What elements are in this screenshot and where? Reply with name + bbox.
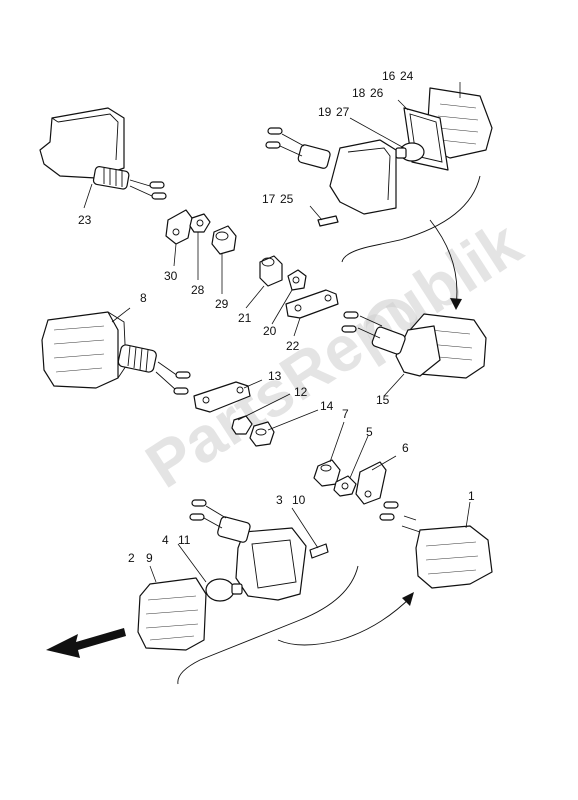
- callout-24: 24: [400, 69, 414, 83]
- turn-signal-assembly-front-left: [41, 311, 191, 395]
- assembly-bracket-line-bottom: [177, 565, 359, 685]
- callout-20: 20: [263, 324, 277, 338]
- nut-5: [333, 475, 357, 497]
- mounting-bracket-30: [165, 209, 193, 245]
- rubber-grommet-14: [249, 421, 275, 447]
- callout-labels: 16 24 18 26 19 27 17 25 23 30 28 29 21 2…: [78, 69, 475, 565]
- arrow-head-bottom: [402, 592, 414, 606]
- turn-signal-assembly-rear-right: [265, 87, 493, 227]
- callout-26: 26: [370, 86, 384, 100]
- callout-30: 30: [164, 269, 178, 283]
- rubber-grommet-29: [211, 225, 237, 255]
- leader-lines: [83, 82, 471, 583]
- callout-5: 5: [366, 425, 373, 439]
- callout-15: 15: [376, 393, 390, 407]
- callout-9: 9: [146, 551, 153, 565]
- callout-11: 11: [178, 533, 191, 547]
- callout-19: 19: [318, 105, 332, 119]
- callout-17: 17: [262, 192, 276, 206]
- callout-18: 18: [352, 86, 366, 100]
- assembly-bracket-line-top: [341, 175, 481, 263]
- callout-12: 12: [294, 385, 308, 399]
- turn-signal-assembly-front-right: [341, 311, 487, 379]
- callout-23: 23: [78, 213, 92, 227]
- callout-10: 10: [292, 493, 306, 507]
- mounting-bracket-6: [355, 461, 387, 505]
- turn-signal-assembly-rear-left: [39, 107, 167, 200]
- turn-signal-assembly-bottom-right: [379, 501, 493, 589]
- callout-6: 6: [402, 441, 409, 455]
- front-direction-arrow-icon: [46, 628, 126, 658]
- arrow-head-top: [450, 298, 462, 310]
- nut-20: [287, 269, 307, 291]
- assembly-arrow-bottom: [277, 595, 413, 646]
- callout-7: 7: [342, 407, 349, 421]
- rubber-grommet-21: [259, 255, 283, 287]
- callout-22: 22: [286, 339, 300, 353]
- callout-25: 25: [280, 192, 294, 206]
- turn-signal-assembly-bottom-left: [137, 499, 329, 651]
- callout-21: 21: [238, 311, 252, 325]
- callout-4: 4: [162, 533, 169, 547]
- mounting-bracket-22: [285, 289, 339, 319]
- callout-16: 16: [382, 69, 396, 83]
- callout-14: 14: [320, 399, 334, 413]
- callout-1: 1: [468, 489, 475, 503]
- callout-27: 27: [336, 105, 350, 119]
- callout-8: 8: [140, 291, 147, 305]
- callout-13: 13: [268, 369, 282, 383]
- callout-2: 2: [128, 551, 135, 565]
- callout-3: 3: [276, 493, 283, 507]
- callout-29: 29: [215, 297, 229, 311]
- callout-28: 28: [191, 283, 205, 297]
- mounting-bracket-13: [193, 381, 251, 413]
- assembly-arrow-top: [429, 219, 458, 307]
- nut-28: [189, 213, 211, 233]
